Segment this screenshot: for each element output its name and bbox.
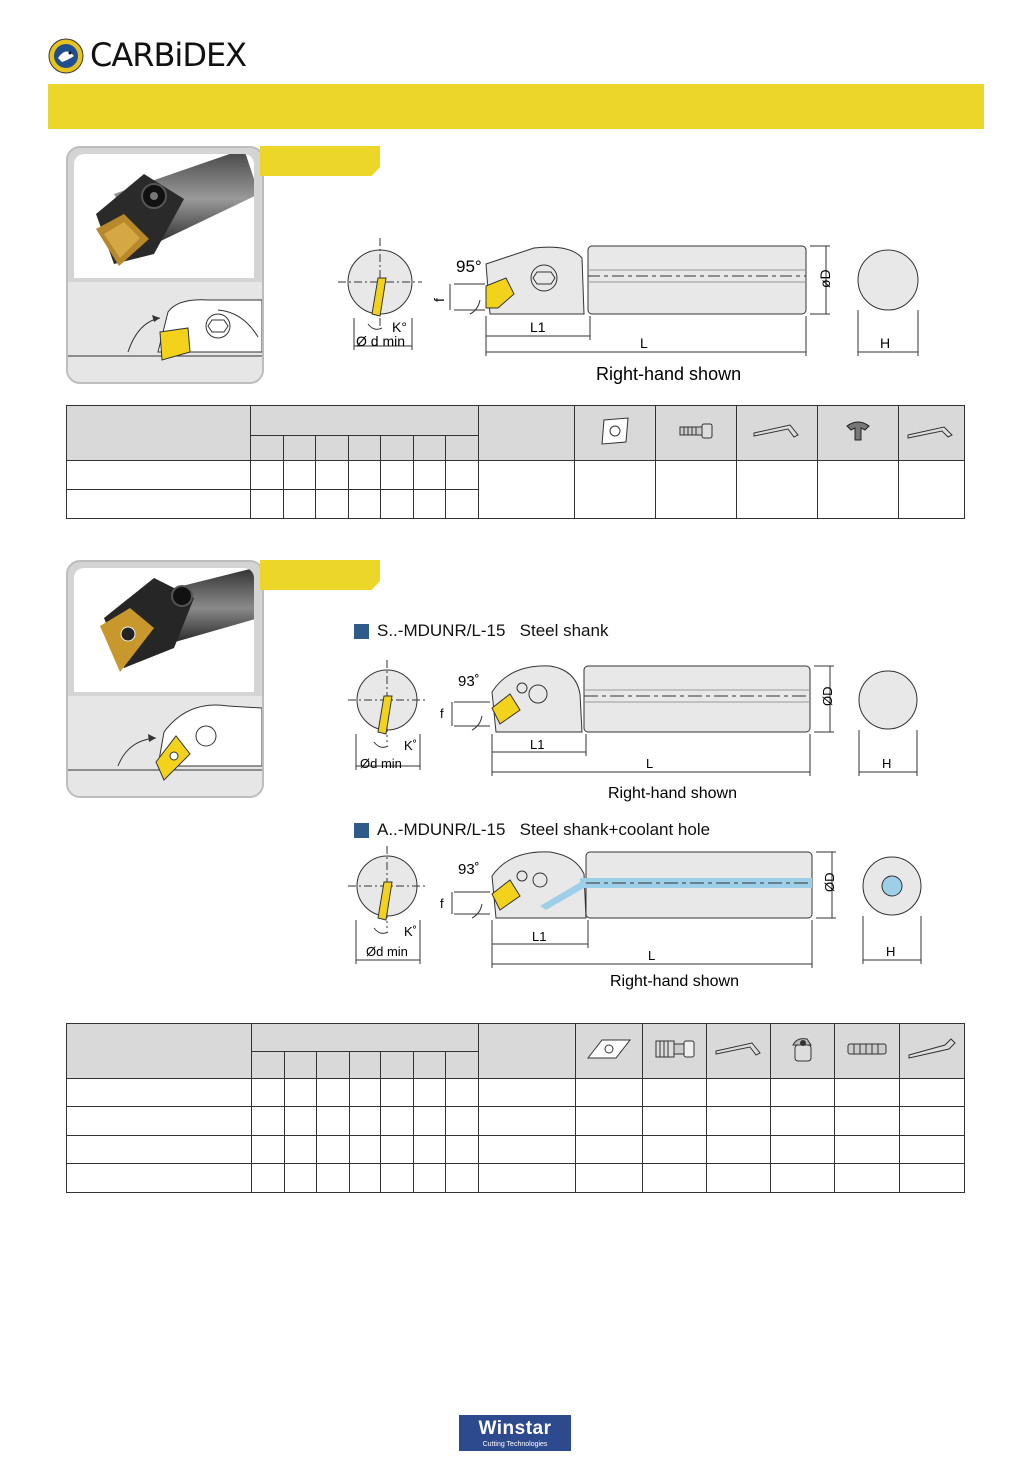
section-tab-2: [260, 560, 380, 590]
dimension-diagram-3: K˚ Ød min 93˚ f L1 L ØD H Right-hand sho…: [348, 846, 922, 990]
l-label: L: [646, 756, 653, 771]
caption-right-hand: Right-hand shown: [608, 785, 737, 802]
l1-label: L1: [532, 929, 546, 944]
brand-name: CARBiDEX: [90, 36, 247, 74]
insert-icon: [601, 416, 629, 445]
variant-title: A..-MDUNR/L-15 Steel shank+coolant hole: [377, 820, 711, 839]
f-label: f: [440, 706, 444, 721]
l1-label: L1: [530, 319, 546, 335]
dimension-diagram-1: K° Ø d min 95° f L1 L øD H Right-hand sh…: [338, 238, 919, 384]
caption-right-hand: Right-hand shown: [596, 364, 741, 384]
footer-brand-name: Winstar: [478, 1418, 552, 1439]
table-row: [66, 1106, 966, 1136]
od-label: ØD: [822, 873, 837, 893]
angle-label: 93˚: [458, 673, 480, 690]
product-photo-card-2: [66, 560, 264, 798]
d-min-label: Ød min: [366, 944, 408, 959]
table-row: [65, 460, 966, 519]
k-angle-label: K˚: [404, 738, 417, 753]
angle-label: 95°: [456, 257, 482, 276]
od-label: ØD: [820, 687, 835, 707]
d-min-label: Ø d min: [356, 333, 405, 349]
wrench-icon: [753, 423, 799, 438]
insert-icon: [587, 1039, 632, 1059]
footer-brand-logo: Winstar Cutting Technologies: [459, 1415, 571, 1451]
table-row: [66, 1078, 966, 1108]
wrench-icon: [715, 1042, 761, 1056]
tool-photo: [74, 154, 254, 278]
table-row: [66, 1162, 966, 1194]
spec-table-1: [65, 405, 966, 519]
l-label: L: [640, 335, 648, 351]
h-label: H: [886, 944, 895, 959]
key-icon: [907, 425, 954, 439]
product-photo-card-1: [66, 146, 264, 384]
clamp-icon: [846, 421, 870, 440]
table-row: [65, 489, 965, 519]
variant-heading-steel-shank: S..-MDUNR/L-15 Steel shank: [354, 621, 608, 641]
spec-table-2: [66, 1022, 966, 1194]
variant-heading-coolant-hole: A..-MDUNR/L-15 Steel shank+coolant hole: [354, 820, 710, 840]
h-label: H: [882, 756, 891, 771]
tool-sketch: [68, 282, 262, 382]
l-label: L: [648, 948, 655, 963]
k-angle-label: K˚: [404, 924, 417, 939]
d-min-label: Ød min: [360, 756, 402, 771]
screw-icon: [847, 1043, 887, 1055]
key-icon: [908, 1037, 956, 1059]
angle-label: 93˚: [458, 861, 480, 878]
f-label: f: [431, 298, 447, 302]
blue-square-marker: [354, 823, 369, 839]
brand-logo-icon: [48, 38, 84, 74]
blue-square-marker: [354, 624, 369, 640]
h-label: H: [880, 335, 890, 351]
tool-photo: [74, 568, 254, 692]
section-tab-1: [260, 146, 380, 176]
shim-screw-icon: [655, 1040, 695, 1058]
od-label: øD: [817, 269, 833, 288]
footer-tagline: Cutting Technologies: [482, 1441, 548, 1448]
dimension-diagram-2: K˚ Ød min 93˚ f L1 L ØD H Right-hand sho…: [348, 660, 918, 802]
screw-icon: [679, 423, 713, 438]
clamp-icon: [792, 1037, 813, 1062]
f-label: f: [440, 896, 444, 911]
table-row: [66, 1134, 966, 1164]
caption-right-hand: Right-hand shown: [610, 973, 739, 990]
title-banner: [48, 84, 984, 129]
tool-sketch: [68, 696, 262, 796]
variant-title: S..-MDUNR/L-15 Steel shank: [377, 621, 609, 640]
l1-label: L1: [530, 737, 544, 752]
k-angle-label: K°: [392, 319, 407, 335]
header: CARBiDEX: [48, 36, 298, 76]
